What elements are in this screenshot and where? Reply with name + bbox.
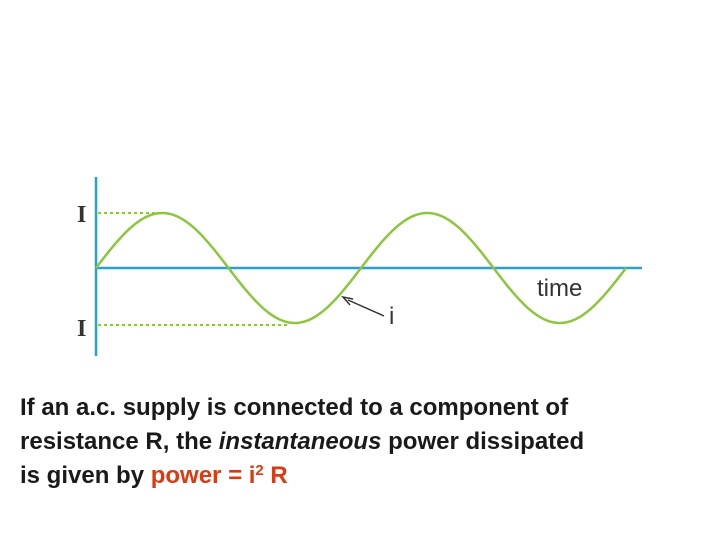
caption-line-2: resistance R, the instantaneous power di… [20, 425, 710, 459]
formula-text: power = i [150, 462, 256, 489]
ac-current-diagram: I I time i [77, 177, 642, 356]
formula-exponent: 2 [255, 462, 264, 479]
caption-line-2-end: power dissipated [381, 428, 585, 455]
caption-line-3: is given by power = i2 R [20, 459, 710, 493]
curve-pointer-line [347, 299, 385, 317]
caption-line-2-start: resistance R, the [20, 428, 219, 455]
formula-resistance: R [263, 462, 288, 489]
curve-label: i [389, 303, 394, 330]
caption-line-1: If an a.c. supply is connected to a comp… [20, 394, 569, 421]
caption-emphasis: instantaneous [218, 428, 382, 455]
curve-pointer-arrowhead [340, 295, 354, 306]
caption-line-3-start: is given by [20, 462, 151, 489]
current-sine-curve [95, 211, 627, 325]
peak-label-top: I [77, 202, 86, 228]
caption: If an a.c. supply is connected to a comp… [20, 391, 710, 493]
time-axis-label: time [537, 275, 582, 302]
power-formula: power = i2 R [151, 462, 288, 489]
peak-label-bottom: I [77, 316, 86, 342]
